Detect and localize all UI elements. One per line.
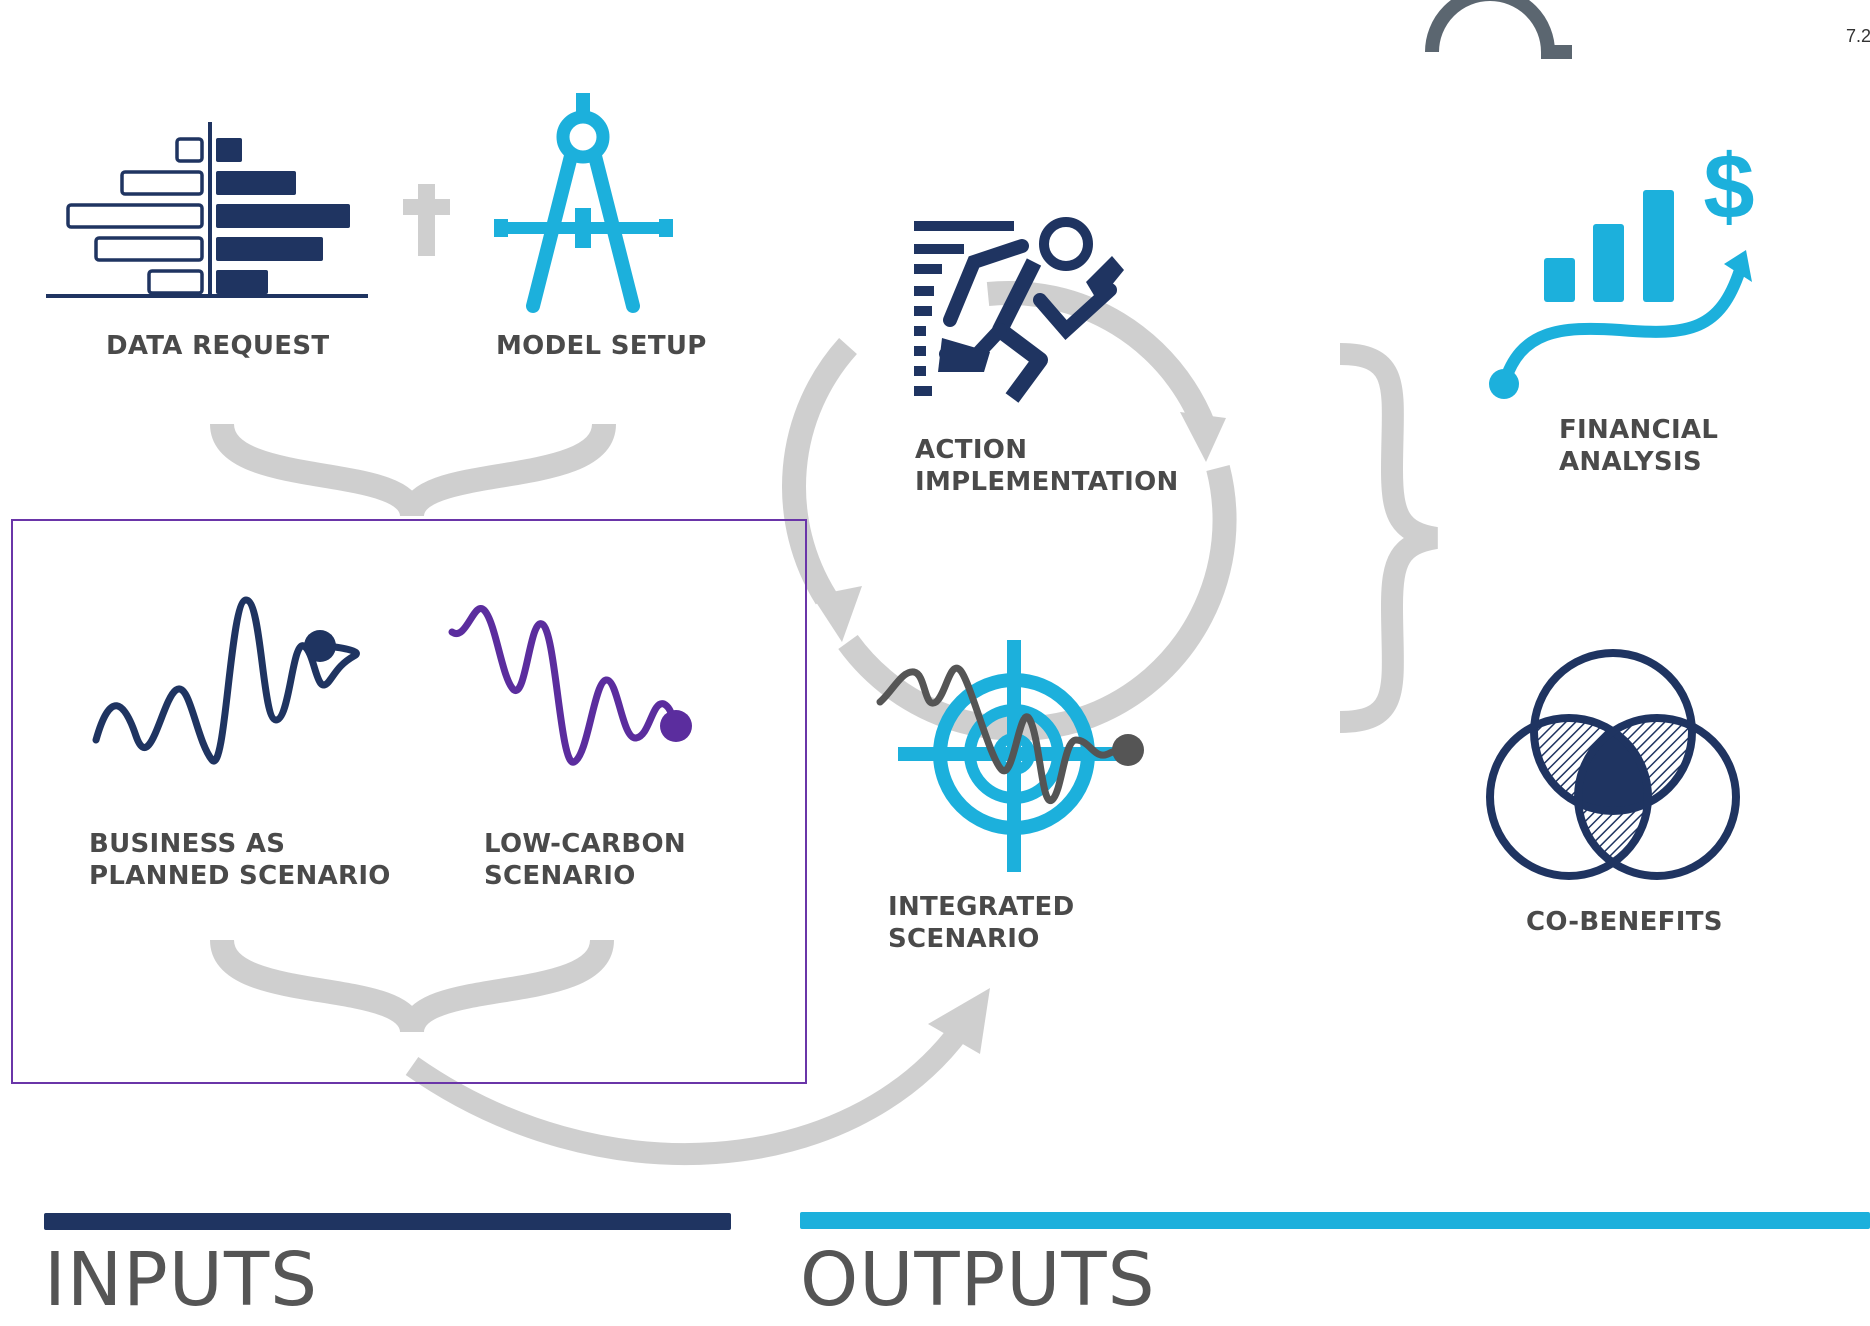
target-icon xyxy=(876,640,1144,872)
action-implementation-label: ACTION IMPLEMENTATION xyxy=(915,434,1179,498)
logo-arc-icon xyxy=(1425,0,1572,59)
financial-label-line1: FINANCIAL xyxy=(1559,415,1719,445)
bap-label-line2: PLANNED SCENARIO xyxy=(89,861,391,891)
top-brace xyxy=(210,422,616,519)
page-marker: 7.2 xyxy=(1846,26,1870,46)
bar-chart-icon xyxy=(46,122,368,298)
cycle-arrows xyxy=(782,281,1237,741)
waveform-icon xyxy=(448,604,680,766)
action-label-line1: ACTION xyxy=(915,435,1028,465)
financial-label-line2: ANALYSIS xyxy=(1559,447,1702,477)
inputs-heading: INPUTS xyxy=(44,1237,319,1323)
bottom-brace xyxy=(210,938,614,1035)
running-person-icon xyxy=(914,217,1124,403)
integrated-label-line1: INTEGRATED xyxy=(888,892,1075,922)
low-carbon-label: LOW-CARBON SCENARIO xyxy=(484,828,686,892)
right-brace xyxy=(1339,343,1439,733)
action-label-line2: IMPLEMENTATION xyxy=(915,467,1179,497)
data-request-label: DATA REQUEST xyxy=(106,331,330,361)
co-benefits-label: CO-BENEFITS xyxy=(1526,907,1723,937)
waveform-icon xyxy=(92,596,360,765)
integrated-scenario-label: INTEGRATED SCENARIO xyxy=(888,891,1074,955)
outputs-heading: OUTPUTS xyxy=(800,1237,1156,1323)
low-carbon-label-line1: LOW-CARBON xyxy=(484,829,686,859)
outputs-bar xyxy=(800,1212,1870,1229)
business-as-planned-label: BUSINESS AS PLANNED SCENARIO xyxy=(89,828,391,892)
plus-icon xyxy=(403,184,450,256)
model-setup-label: MODEL SETUP xyxy=(496,331,707,361)
integrated-label-line2: SCENARIO xyxy=(888,924,1040,954)
curved-arrow xyxy=(405,1023,969,1165)
highlight-frame xyxy=(11,519,807,1084)
low-carbon-label-line2: SCENARIO xyxy=(484,861,636,891)
financial-analysis-label: FINANCIAL ANALYSIS xyxy=(1559,414,1718,478)
compass-icon xyxy=(494,93,673,313)
venn-icon xyxy=(1486,649,1740,880)
bap-label-line1: BUSINESS AS xyxy=(89,829,286,859)
growth-dollar-icon: $ xyxy=(1489,136,1755,399)
svg-text:$: $ xyxy=(1703,136,1754,238)
inputs-bar xyxy=(44,1213,731,1230)
